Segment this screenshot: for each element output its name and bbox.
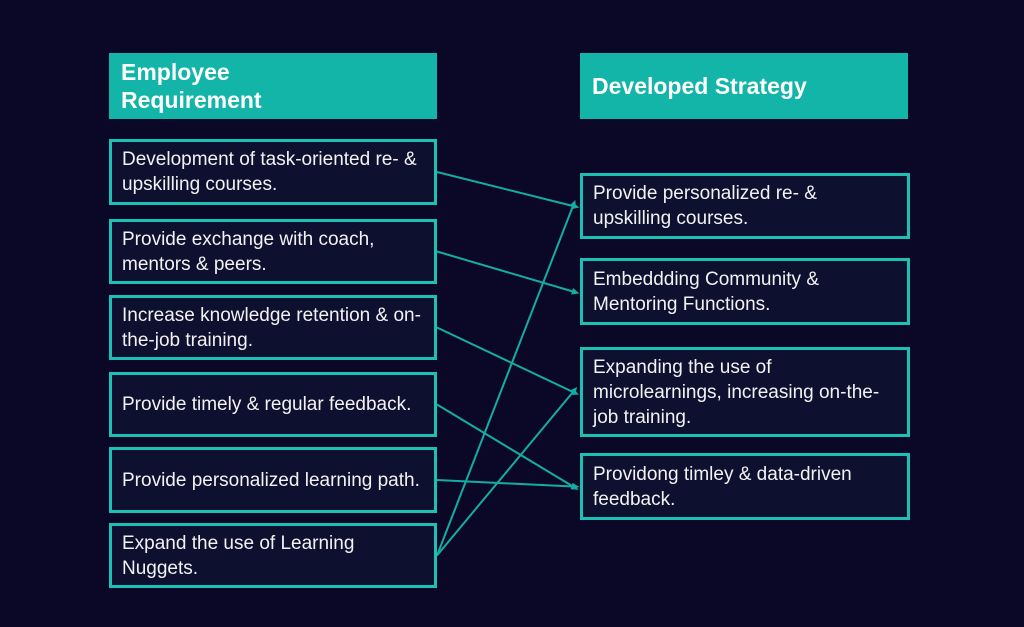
right-column-header-label: Developed Strategy bbox=[592, 73, 807, 99]
requirement-box: Development of task-oriented re- & upski… bbox=[109, 139, 437, 205]
requirement-box-label: Provide exchange with coach, mentors & p… bbox=[122, 228, 375, 275]
strategy-box: Providong timley & data-driven feedback. bbox=[580, 453, 910, 520]
requirement-box-label: Provide personalized learning path. bbox=[122, 469, 420, 491]
connector-arrow bbox=[436, 403, 579, 490]
requirement-box: Provide exchange with coach, mentors & p… bbox=[109, 219, 437, 284]
requirement-box-label: Increase knowledge retention & on-the-jo… bbox=[122, 304, 421, 351]
left-column-header-label: Employee Requirement bbox=[121, 59, 262, 113]
strategy-box-label: Expanding the use of microlearnings, inc… bbox=[593, 356, 880, 428]
requirement-box: Provide timely & regular feedback. bbox=[109, 372, 437, 437]
requirement-box: Expand the use of Learning Nuggets. bbox=[109, 523, 437, 588]
requirement-box-label: Provide timely & regular feedback. bbox=[122, 394, 412, 415]
right-column-header: Developed Strategy bbox=[580, 53, 908, 119]
connector-arrow bbox=[436, 199, 576, 556]
requirement-box-label: Development of task-oriented re- & upski… bbox=[122, 149, 417, 195]
left-column-header: Employee Requirement bbox=[109, 53, 437, 119]
connector-arrow bbox=[436, 326, 579, 395]
strategy-box: Embeddding Community & Mentoring Functio… bbox=[580, 258, 910, 325]
connector-arrow bbox=[436, 250, 580, 295]
requirement-box: Provide personalized learning path. bbox=[109, 447, 437, 513]
connector-arrow bbox=[436, 479, 580, 490]
requirement-box-label: Expand the use of Learning Nuggets. bbox=[122, 532, 355, 579]
connector-arrow bbox=[436, 171, 580, 210]
strategy-box-label: Providong timley & data-driven feedback. bbox=[593, 463, 852, 510]
strategy-box-label: Provide personalized re- & upskilling co… bbox=[593, 183, 817, 229]
strategy-box: Provide personalized re- & upskilling co… bbox=[580, 173, 910, 239]
strategy-box-label: Embeddding Community & Mentoring Functio… bbox=[593, 268, 819, 315]
requirement-box: Increase knowledge retention & on-the-jo… bbox=[109, 295, 437, 360]
strategy-box: Expanding the use of microlearnings, inc… bbox=[580, 347, 910, 437]
connector-arrow bbox=[436, 387, 578, 557]
